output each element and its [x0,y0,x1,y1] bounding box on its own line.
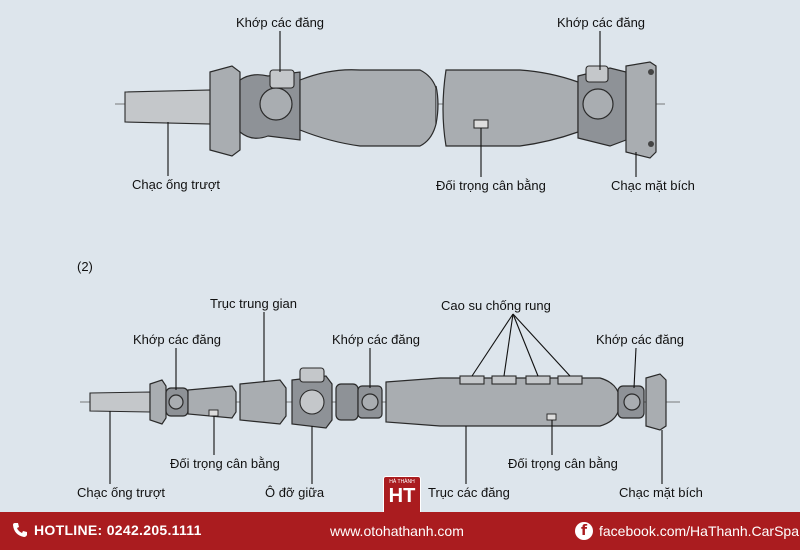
website-link[interactable]: www.otohathanh.com [330,523,464,539]
diagram2-shaft [80,367,680,431]
d2-leader-lines [109,312,663,484]
logo-top-text: HÀ THÀNH [389,479,415,485]
facebook-icon: f [575,522,593,540]
footer-bar: HOTLINE: 0242.205.1111 www.otohathanh.co… [0,512,800,550]
d2-balance-2-label: Đối trọng cân bằng [508,456,618,471]
facebook-text: facebook.com/HaThanh.CarSpa [599,523,799,539]
d1-balance-label: Đối trọng cân bằng [436,178,546,193]
d2-joint-3-label: Khớp các đăng [596,332,684,347]
d2-slip-yoke-label: Chạc ống trượt [77,485,165,500]
d1-slip-yoke-label: Chạc ống trượt [132,177,220,192]
diagram1-shaft [115,61,665,159]
hotline[interactable]: HOTLINE: 0242.205.1111 [12,522,202,538]
driveshaft-diagram: Khớp các đăng Khớp các đăng Chạc ống trư… [77,15,703,500]
d2-number: (2) [77,259,93,274]
d2-center-bearing-label: Ô đỡ giữa [265,485,325,500]
d2-balance-1-label: Đối trọng cân bằng [170,456,280,471]
d1-joint-right-label: Khớp các đăng [557,15,645,30]
d1-leader-lines [167,31,637,177]
d2-joint-1-label: Khớp các đăng [133,332,221,347]
d2-shaft-label: Trục các đăng [428,485,510,500]
d1-flange-yoke-label: Chạc mặt bích [611,178,695,193]
d2-rubber-label: Cao su chống rung [441,298,551,313]
d2-intermediate-label: Trục trung gian [210,296,297,311]
d2-flange-yoke-label: Chạc mặt bích [619,485,703,500]
phone-icon [13,523,27,537]
d2-joint-2-label: Khớp các đăng [332,332,420,347]
facebook-link[interactable]: f facebook.com/HaThanh.CarSpa [575,522,799,540]
hotline-text: HOTLINE: 0242.205.1111 [34,522,202,538]
logo-mark: HT [388,485,416,507]
d1-joint-left-label: Khớp các đăng [236,15,324,30]
